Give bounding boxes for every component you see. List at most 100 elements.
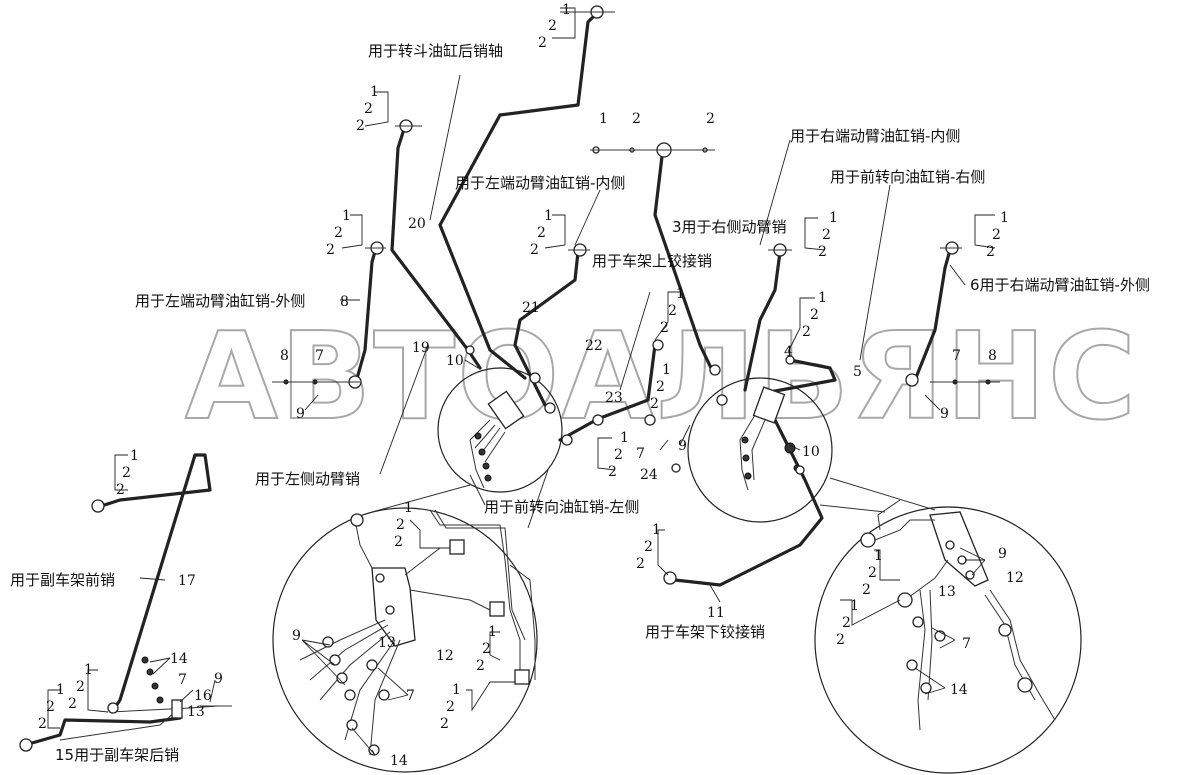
num-9: 9 xyxy=(940,406,949,422)
num-7: 7 xyxy=(952,348,961,364)
num-7: 7 xyxy=(962,636,971,652)
num-24: 24 xyxy=(640,467,658,483)
detail-circles xyxy=(272,367,1082,774)
label-right-boom-cyl-inner: 用于右端动臂油缸销-内侧 xyxy=(790,127,960,145)
num-2: 2 xyxy=(46,699,55,715)
num-2: 2 xyxy=(538,35,547,51)
num-2: 2 xyxy=(636,556,645,572)
label-front-steer-cyl-right: 用于前转向油缸销-右侧 xyxy=(830,168,985,186)
label-bucket-cyl-rear-pin: 用于转斗油缸后销轴 xyxy=(368,42,503,60)
num-1: 1 xyxy=(342,208,351,224)
manifold-left-small xyxy=(469,390,525,489)
num-2: 2 xyxy=(76,679,85,695)
num-1: 1 xyxy=(818,290,827,306)
num-2: 2 xyxy=(440,716,449,732)
num-2: 2 xyxy=(326,242,335,258)
num-1: 1 xyxy=(1000,210,1009,226)
num-12: 12 xyxy=(1006,570,1024,586)
num-2: 2 xyxy=(706,111,715,127)
num-1: 1 xyxy=(662,362,671,378)
num-1: 1 xyxy=(874,548,883,564)
num-23: 23 xyxy=(605,390,623,406)
num-2: 2 xyxy=(836,632,845,648)
num-7: 7 xyxy=(178,672,187,688)
num-1: 1 xyxy=(562,2,571,18)
num-1: 1 xyxy=(829,210,838,226)
label-left-boom-pin: 用于左侧动臂销 xyxy=(255,470,360,488)
num-21: 21 xyxy=(522,300,540,316)
label-front-steer-cyl-left: 用于前转向油缸销-左侧 xyxy=(484,498,639,516)
num-8: 8 xyxy=(988,348,997,364)
label-left-boom-cyl-inner: 用于左端动臂油缸销-内侧 xyxy=(455,174,625,192)
num-13: 13 xyxy=(187,704,205,720)
leader-lines xyxy=(47,7,996,756)
num-2: 2 xyxy=(632,111,641,127)
num-1: 1 xyxy=(488,624,497,640)
manifold-left-large xyxy=(299,509,536,756)
num-2: 2 xyxy=(68,696,77,712)
num-2: 2 xyxy=(364,101,373,117)
num-10: 10 xyxy=(446,353,464,369)
detail-circle-left-large xyxy=(272,507,538,773)
watermark: АВТОАЛЬЯНС xyxy=(185,308,1138,447)
num-2: 2 xyxy=(862,582,871,598)
num-8: 8 xyxy=(340,294,349,310)
detail-circle-left-small xyxy=(437,367,563,493)
label-right-boom-cyl-outer: 6用于右端动臂油缸销-外侧 xyxy=(970,276,1150,294)
num-1: 1 xyxy=(620,430,629,446)
num-19: 19 xyxy=(412,340,430,356)
num-9: 9 xyxy=(678,438,687,454)
num-2: 2 xyxy=(868,565,877,581)
num-20: 20 xyxy=(408,216,426,232)
num-13: 13 xyxy=(938,584,956,600)
num-2: 2 xyxy=(38,716,47,732)
label-subframe-rear: 15用于副车架后销 xyxy=(55,746,179,764)
num-2: 2 xyxy=(810,307,819,323)
num-14: 14 xyxy=(170,651,188,667)
num-7: 7 xyxy=(406,688,415,704)
num-12: 12 xyxy=(436,648,454,664)
num-2: 2 xyxy=(992,227,1001,243)
num-16: 16 xyxy=(194,688,212,704)
num-2: 2 xyxy=(394,534,403,550)
num-2: 2 xyxy=(356,118,365,134)
num-1: 1 xyxy=(452,682,461,698)
num-2: 2 xyxy=(530,242,539,258)
callout-labels: 用于转斗油缸后销轴 用于左端动臂油缸销-内侧 3用于右侧动臂销 用于右端动臂油缸… xyxy=(10,42,1150,764)
detail-circle-right-small xyxy=(687,377,833,523)
num-2: 2 xyxy=(614,447,623,463)
num-1: 1 xyxy=(676,286,685,302)
num-2: 2 xyxy=(650,396,659,412)
num-1: 1 xyxy=(84,662,93,678)
num-7: 7 xyxy=(315,348,324,364)
label-frame-lower-hinge: 用于车架下铰接销 xyxy=(645,623,765,641)
num-22: 22 xyxy=(585,338,603,354)
num-9: 9 xyxy=(292,628,301,644)
label-right-boom-pin: 3用于右侧动臂销 xyxy=(672,218,787,236)
num-2: 2 xyxy=(644,539,653,555)
num-14: 14 xyxy=(390,753,408,769)
num-2: 2 xyxy=(548,18,557,34)
manifold-right-large xyxy=(860,499,1056,731)
num-1: 1 xyxy=(130,448,139,464)
pins xyxy=(200,11,1000,707)
num-2: 2 xyxy=(334,225,343,241)
num-2: 2 xyxy=(116,482,125,498)
num-9: 9 xyxy=(214,671,223,687)
num-2: 2 xyxy=(802,324,811,340)
num-1: 1 xyxy=(544,208,553,224)
num-5: 5 xyxy=(853,364,862,380)
detail-circle-right-large xyxy=(814,506,1082,774)
num-17: 17 xyxy=(178,573,196,589)
num-1: 1 xyxy=(404,500,413,516)
num-11: 11 xyxy=(707,605,725,621)
num-2: 2 xyxy=(476,658,485,674)
label-subframe-front: 用于副车架前销 xyxy=(10,571,115,589)
num-2: 2 xyxy=(822,227,831,243)
label-frame-upper-hinge: 用于车架上铰接销 xyxy=(592,252,712,270)
num-2: 2 xyxy=(537,225,546,241)
label-left-boom-cyl-outer: 用于左端动臂油缸销-外侧 xyxy=(135,292,305,310)
num-1: 1 xyxy=(370,84,379,100)
num-1: 1 xyxy=(599,111,608,127)
num-9: 9 xyxy=(998,546,1007,562)
